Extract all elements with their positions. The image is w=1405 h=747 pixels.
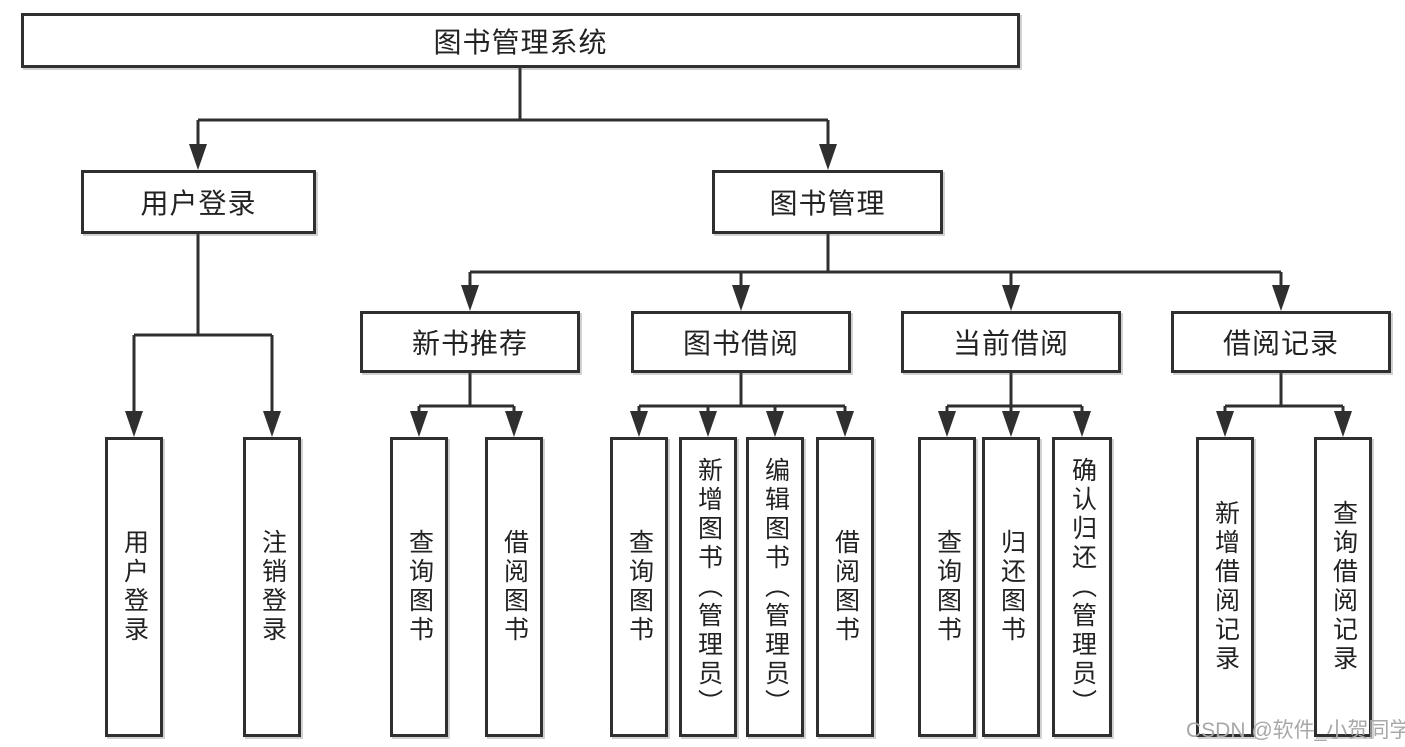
node-label: 图书管理系统 bbox=[433, 26, 608, 58]
connector-user-login-to-leaves bbox=[125, 234, 281, 437]
leaf-return-books: 归还图书 bbox=[982, 437, 1040, 737]
leaf-logout: 注销登录 bbox=[243, 437, 301, 737]
node-label: 查询图书 bbox=[405, 529, 434, 645]
node-book-borrowing: 图书借阅 bbox=[631, 311, 851, 373]
leaf-query-borrow-record: 查询借阅记录 bbox=[1314, 437, 1372, 737]
connector-current-borrowing-to-leaves bbox=[938, 373, 1091, 437]
node-label: 新增借阅记录 bbox=[1211, 500, 1240, 674]
leaf-edit-book-admin: 编辑图书（管理员） bbox=[746, 437, 804, 737]
node-label: 用户登录 bbox=[140, 188, 257, 219]
connector-root-to-level2 bbox=[189, 68, 837, 170]
node-label: 查询图书 bbox=[625, 529, 654, 645]
node-current-borrowing: 当前借阅 bbox=[901, 311, 1121, 373]
node-label: 图书借阅 bbox=[682, 328, 799, 359]
leaf-add-book-admin: 新增图书（管理员） bbox=[679, 437, 737, 737]
leaf-borrow-books-borrowing: 借阅图书 bbox=[816, 437, 874, 737]
connector-book-borrowing-to-leaves bbox=[630, 373, 854, 437]
node-label: 确认归还（管理员） bbox=[1068, 456, 1097, 718]
leaf-query-books-current: 查询图书 bbox=[918, 437, 976, 737]
node-label: 用户登录 bbox=[120, 529, 149, 645]
node-label: 当前借阅 bbox=[952, 328, 1069, 359]
connector-borrowing-records-to-leaves bbox=[1216, 373, 1352, 437]
connector-book-management-to-level3 bbox=[461, 234, 1290, 311]
node-label: 新增图书（管理员） bbox=[694, 456, 723, 718]
node-new-book-recommendation: 新书推荐 bbox=[360, 311, 580, 373]
node-borrowing-records: 借阅记录 bbox=[1171, 311, 1391, 373]
node-label: 借阅图书 bbox=[500, 529, 529, 645]
connector-new-book-recommendation-to-leaves bbox=[410, 373, 523, 437]
node-label: 图书管理 bbox=[769, 188, 886, 219]
node-label: 查询图书 bbox=[933, 529, 962, 645]
leaf-borrow-books-recommend: 借阅图书 bbox=[485, 437, 543, 737]
node-label: 查询借阅记录 bbox=[1329, 500, 1358, 674]
csdn-watermark: CSDN @软件_小贺同学 bbox=[1186, 719, 1405, 742]
node-label: 注销登录 bbox=[258, 529, 287, 645]
leaf-confirm-return-admin: 确认归还（管理员） bbox=[1052, 437, 1112, 737]
node-user-login: 用户登录 bbox=[81, 170, 316, 234]
node-book-management: 图书管理 bbox=[712, 170, 943, 234]
leaf-query-books-borrowing: 查询图书 bbox=[610, 437, 668, 737]
leaf-user-login: 用户登录 bbox=[105, 437, 163, 737]
node-library-management-system: 图书管理系统 bbox=[21, 13, 1020, 68]
node-label: 借阅图书 bbox=[831, 529, 860, 645]
node-label: 借阅记录 bbox=[1222, 328, 1339, 359]
node-label: 编辑图书（管理员） bbox=[761, 456, 790, 718]
leaf-query-books-recommend: 查询图书 bbox=[390, 437, 448, 737]
leaf-add-borrow-record: 新增借阅记录 bbox=[1196, 437, 1254, 737]
node-label: 归还图书 bbox=[997, 529, 1026, 645]
node-label: 新书推荐 bbox=[411, 328, 528, 359]
